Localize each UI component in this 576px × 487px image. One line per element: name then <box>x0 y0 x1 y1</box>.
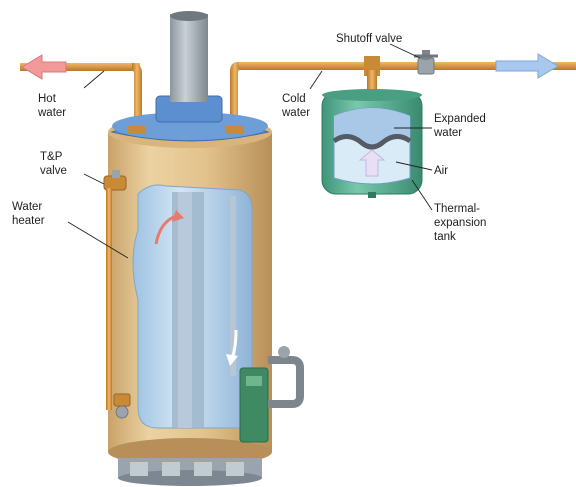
label-expanded-water-line-1: Expanded <box>434 113 486 125</box>
gas-control-valve <box>239 346 304 443</box>
label-shutoff-valve: Shutoff valve <box>336 33 402 45</box>
label-cold-water-line-1: Cold <box>282 93 306 105</box>
label-cold-water-line-2: water <box>281 107 310 119</box>
drain-valve-icon <box>113 393 131 419</box>
leader-lines <box>67 43 433 259</box>
cold-water-arrow-icon <box>495 53 559 79</box>
label-air: Air <box>434 165 448 177</box>
water-heater-cutaway <box>132 184 253 429</box>
label-expanded-water-line-2: water <box>433 127 462 139</box>
label-water-heater: Water heater <box>12 201 45 227</box>
cold-inlet-fitting <box>226 126 244 134</box>
air-pressure-arrow-icon <box>358 149 386 177</box>
flue-pipe <box>155 11 223 123</box>
label-water-heater-line-1: Water <box>12 201 42 213</box>
cold-flow-arrow-icon <box>226 329 238 366</box>
label-expanded-water: Expanded water <box>433 113 489 139</box>
label-hot-water-line-1: Hot <box>38 93 57 105</box>
label-tp-valve: T&P valve <box>40 151 67 177</box>
label-tp-valve-line-1: T&P <box>40 151 63 163</box>
label-hot-water-line-2: water <box>37 107 66 119</box>
tp-valve-icon <box>103 170 127 410</box>
label-thermal-expansion-tank-line-2: expansion <box>434 217 486 229</box>
label-cold-water: Cold water <box>281 93 310 119</box>
hot-outlet-fitting <box>128 126 146 134</box>
label-water-heater-line-2: heater <box>12 215 45 227</box>
hot-flow-arrow-icon <box>154 210 184 245</box>
water-heater-burner <box>118 458 262 486</box>
shutoff-valve-icon <box>414 50 438 75</box>
label-thermal-expansion-tank-line-1: Thermal- <box>434 203 480 215</box>
hot-water-arrow-icon <box>21 54 67 80</box>
label-thermal-expansion-tank: Thermal- expansion tank <box>434 203 490 243</box>
label-thermal-expansion-tank-line-3: tank <box>434 231 456 243</box>
label-hot-water: Hot water <box>37 93 66 119</box>
label-tp-valve-line-2: valve <box>40 165 67 177</box>
expansion-diaphragm <box>332 134 412 150</box>
